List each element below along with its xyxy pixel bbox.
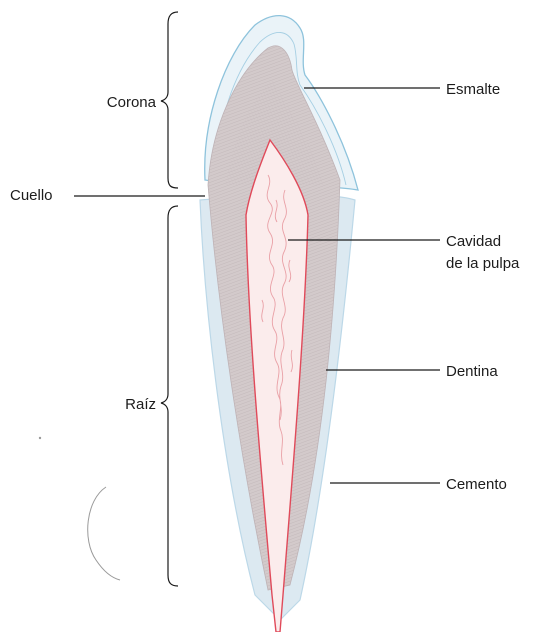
raiz-brace — [161, 206, 178, 586]
label-corona: Corona — [107, 94, 157, 111]
corona-brace — [161, 12, 178, 188]
label-cemento: Cemento — [446, 476, 507, 493]
stray-arc-mark — [88, 487, 120, 580]
label-cavidad-line1: Cavidad — [446, 233, 501, 250]
tooth-illustration — [200, 16, 358, 632]
label-cavidad-line2: de la pulpa — [446, 255, 520, 272]
label-cuello: Cuello — [10, 187, 53, 204]
label-raiz: Raíz — [125, 396, 156, 413]
label-esmalte: Esmalte — [446, 81, 500, 98]
label-dentina: Dentina — [446, 363, 498, 380]
stray-dot-mark — [39, 437, 41, 439]
